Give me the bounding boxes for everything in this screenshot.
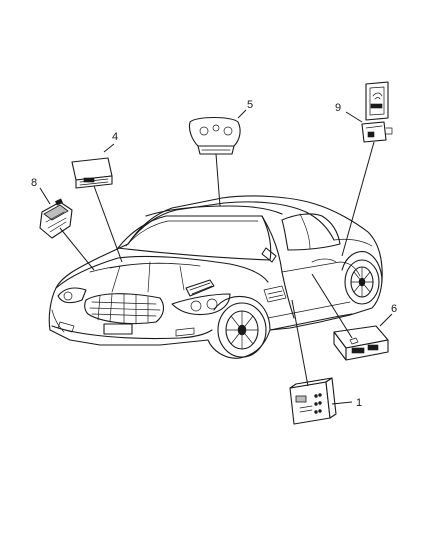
part-4-module <box>71 157 113 189</box>
part-6-module <box>333 325 389 361</box>
leader-4-to-car <box>93 185 123 263</box>
callout-9: 9 <box>335 102 341 114</box>
callout-4: 4 <box>112 131 118 143</box>
car-illustration <box>48 195 383 359</box>
leader-1-label <box>331 401 353 405</box>
leader-6-to-car <box>311 273 353 339</box>
leader-8-label <box>39 187 51 205</box>
callout-1: 1 <box>356 397 362 409</box>
callout-5: 5 <box>247 99 253 111</box>
leader-9-label <box>345 111 363 123</box>
callout-6: 6 <box>391 303 397 315</box>
part-9-transmitter <box>361 81 393 143</box>
leader-8-to-car <box>59 227 95 271</box>
leader-4-label <box>103 143 115 153</box>
part-5-overhead-console <box>188 116 241 155</box>
leader-5-to-car <box>215 153 221 207</box>
part-1-module <box>289 377 337 425</box>
leader-6-label <box>379 313 393 327</box>
leader-9-to-car <box>341 141 375 257</box>
leader-1-to-car <box>291 299 309 387</box>
callout-8: 8 <box>31 177 37 189</box>
part-8-module <box>39 198 73 239</box>
leader-5-label <box>237 109 247 119</box>
